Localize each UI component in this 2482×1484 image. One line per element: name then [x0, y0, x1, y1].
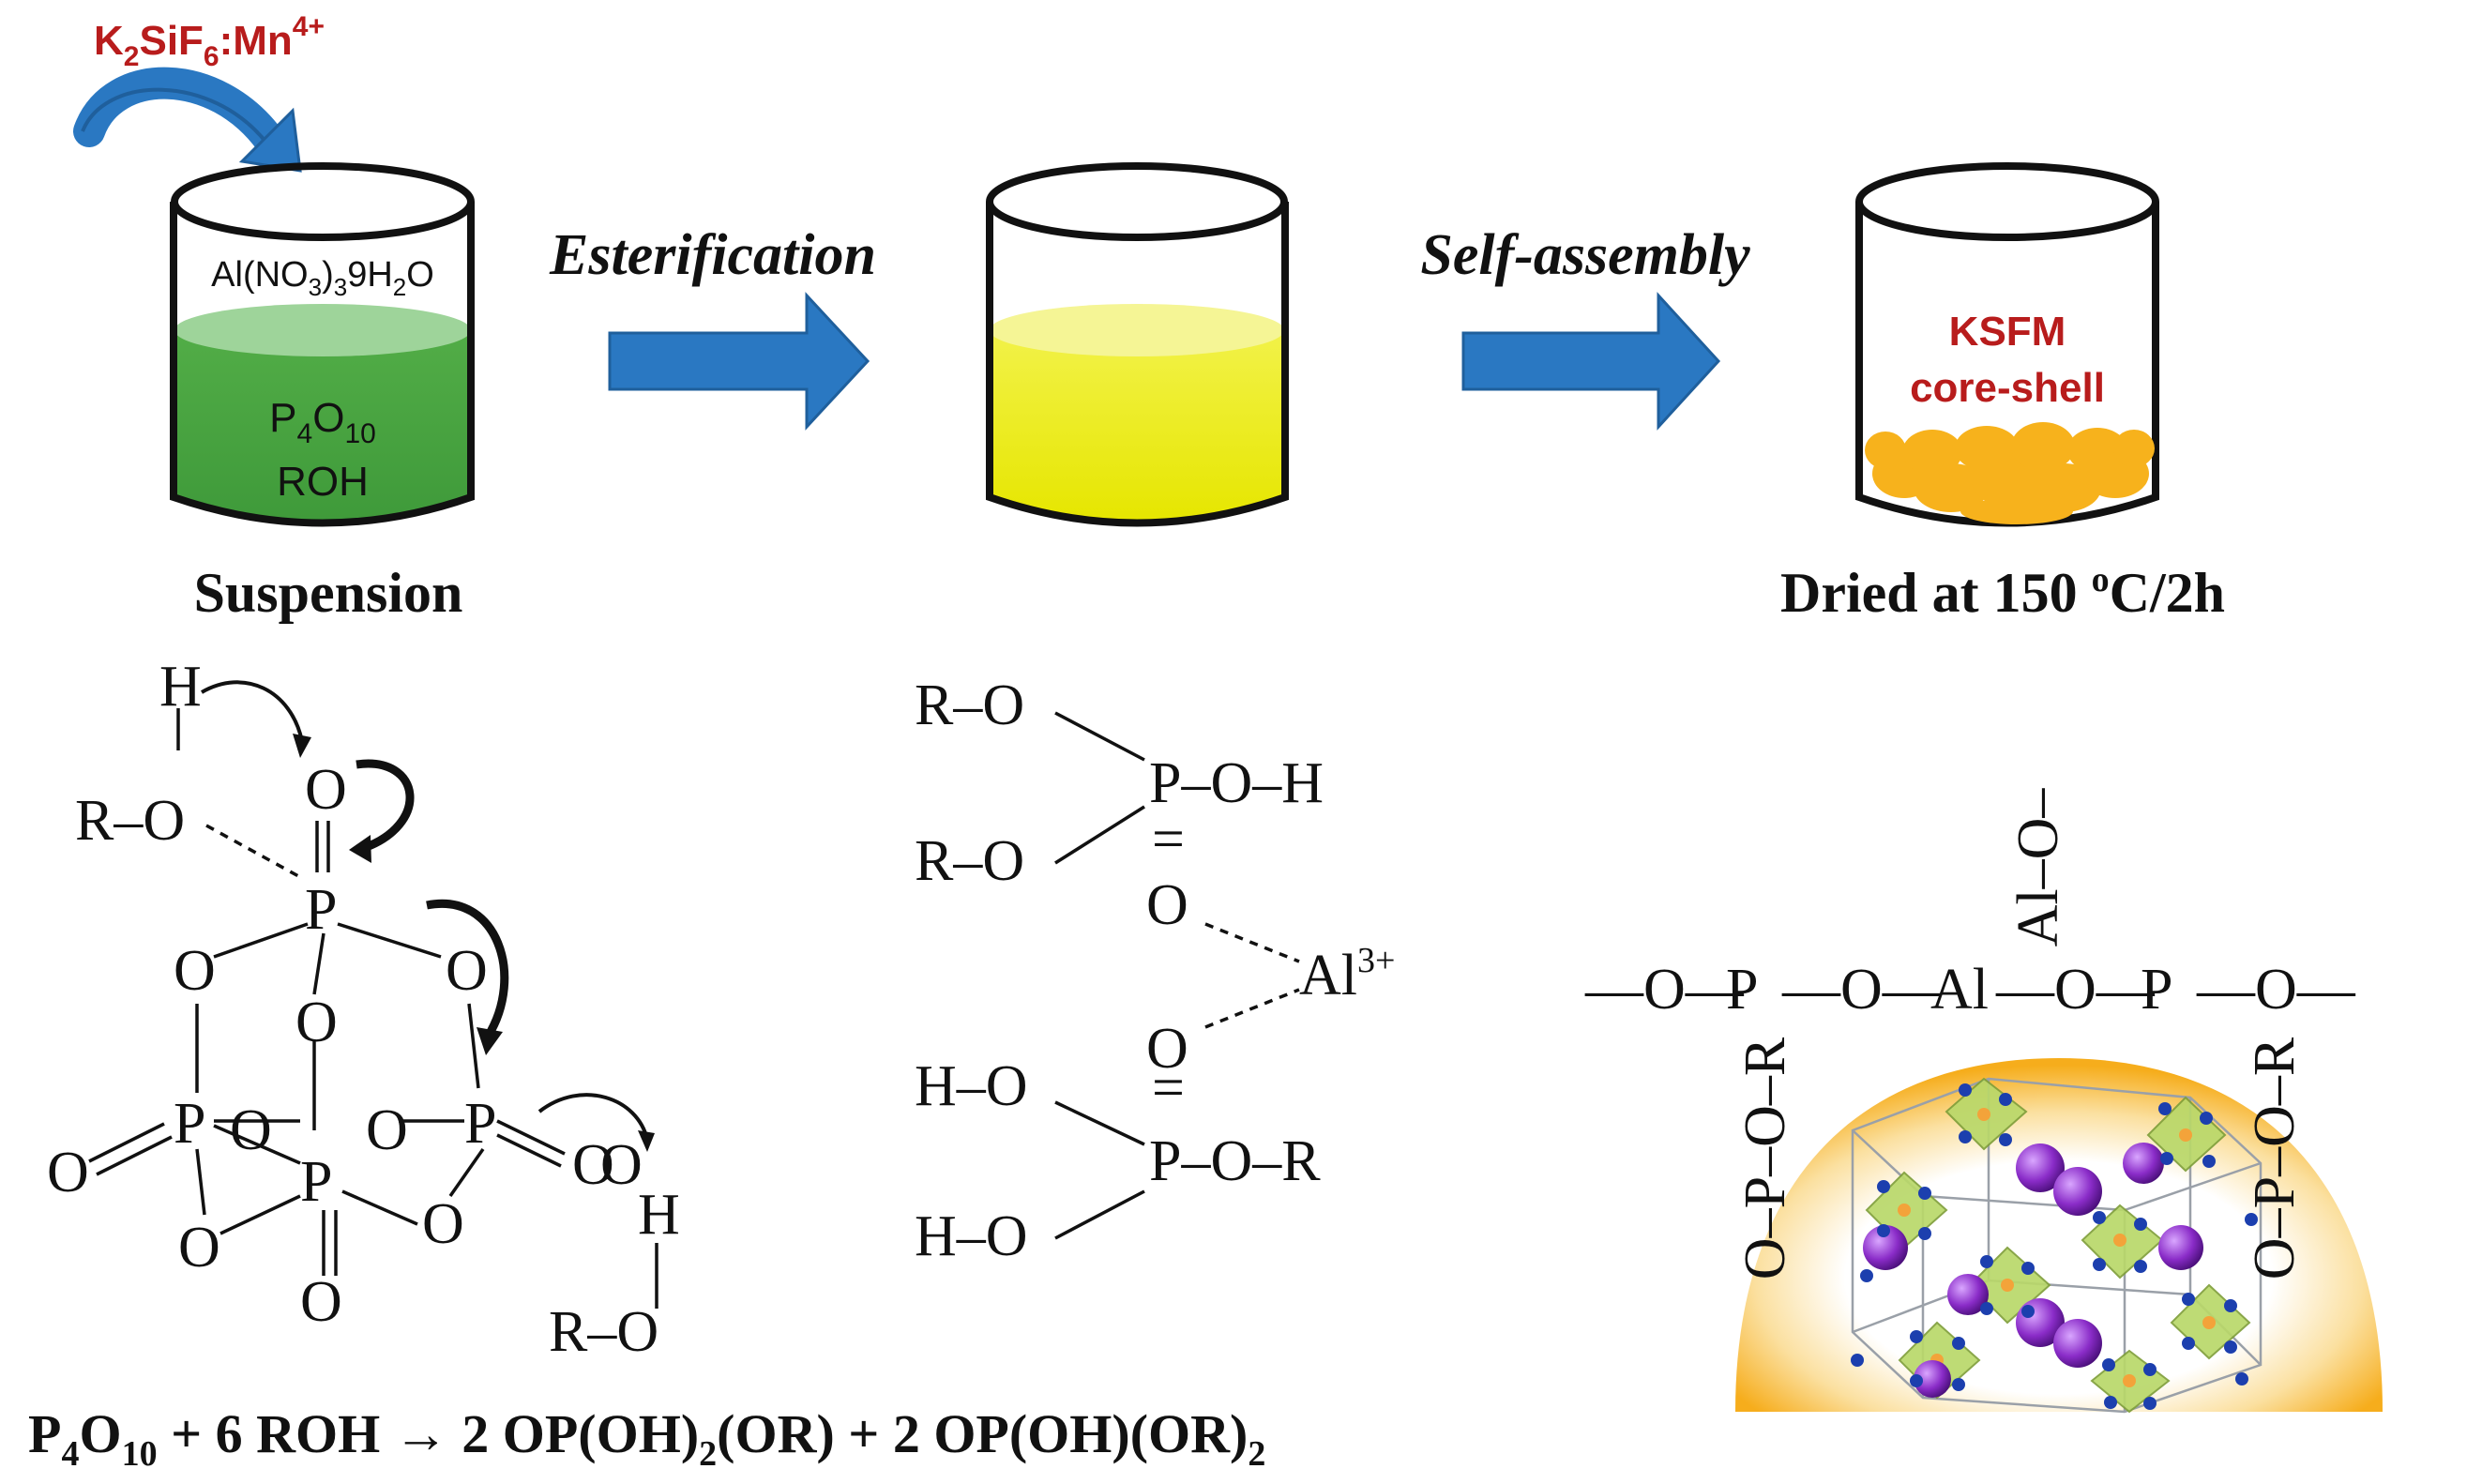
- mid-ro-1: R–O: [915, 674, 1024, 737]
- atom-p-top: P: [305, 878, 337, 942]
- reagent-label: K2SiF6:Mn4+: [94, 11, 325, 72]
- chain-o-1: —O—: [1584, 958, 1745, 1022]
- f-atoms: [1851, 1083, 2258, 1410]
- k-atoms: [1863, 1143, 2203, 1398]
- mid-double-bond-1: =: [1152, 808, 1185, 871]
- chain-o-4: —O—: [2196, 958, 2356, 1022]
- orange-particles: [1865, 422, 2155, 524]
- chain-o-3: —O—: [1995, 958, 2156, 1022]
- atom-p-right: P: [464, 1092, 496, 1156]
- chain-al: Al: [1930, 958, 1989, 1022]
- vertical-alo: Al–O–: [2006, 788, 2070, 947]
- atom-o-b: O: [446, 939, 488, 1003]
- atom-o-j: O: [230, 1098, 272, 1162]
- mid-ro-2: R–O: [915, 829, 1024, 893]
- atom-o-d: O: [47, 1141, 89, 1204]
- mid-o-2: O: [1146, 1017, 1188, 1081]
- vertical-opor-right: O–P–O–R: [2243, 1037, 2307, 1280]
- atom-o-k: O: [600, 1133, 643, 1197]
- atom-ro-bottom: R–O: [549, 1300, 658, 1364]
- atom-o-top: O: [305, 758, 347, 822]
- atom-o-g: O: [178, 1216, 220, 1280]
- self-assembly-label: Self-assembly: [1420, 223, 1750, 287]
- beaker1-caption: Suspension: [194, 562, 463, 624]
- atom-h-top: H: [159, 655, 202, 719]
- phosphate-ester-complex: R–O P–O–H R–O = O Al3+ O = H–O P–O–R H–O: [915, 674, 1395, 1268]
- atom-o-f: O: [572, 1133, 614, 1197]
- mid-p-or: P–O–R: [1149, 1129, 1321, 1193]
- addition-arrow: [73, 67, 302, 173]
- atom-o-c: O: [295, 991, 338, 1054]
- atom-o-i: O: [300, 1270, 342, 1334]
- mid-ho-1: H–O: [915, 1054, 1028, 1118]
- chain-p-1: P: [1726, 958, 1758, 1022]
- mid-double-bond-2: =: [1152, 1056, 1185, 1120]
- esterification-label: Esterification: [549, 223, 876, 287]
- beaker-esterified: [986, 162, 1289, 527]
- vertical-opor-left: O–P–O–R: [1733, 1037, 1797, 1280]
- atom-o-h: O: [422, 1192, 464, 1256]
- self-assembly-arrow: [1461, 292, 1721, 431]
- beaker1-content-roh: ROH: [277, 459, 369, 505]
- mid-ho-2: H–O: [915, 1204, 1028, 1268]
- mid-o-1: O: [1146, 873, 1188, 937]
- core-shell-particle: —O— P —O— Al —O— P —O— O–P–O–R Al–O– O–P…: [1584, 788, 2383, 1414]
- beaker-core-shell: KSFM core-shell: [1855, 162, 2159, 527]
- mid-al: Al3+: [1299, 941, 1395, 1007]
- beaker3-caption: Dried at 150 oC/2h: [1780, 560, 2225, 624]
- mn-centers: [1898, 1108, 2216, 1387]
- beaker1-label: Al(NO3)39H2O: [211, 255, 434, 301]
- atom-o-e: O: [366, 1098, 408, 1162]
- esterification-arrow: [608, 292, 870, 431]
- beaker1-content: P4O10: [269, 395, 376, 449]
- core-shell-label: core-shell: [1910, 365, 2105, 411]
- chain-p-2: P: [2141, 958, 2172, 1022]
- mid-p-oh: P–O–H: [1149, 751, 1324, 815]
- atom-o-a: O: [174, 939, 216, 1003]
- beaker-suspension: Al(NO3)39H2O P4O10 ROH: [170, 162, 475, 527]
- overall-equation: P4O10 + 6 ROH → 2 OP(OH)2(OR) + 2 OP(OH)…: [28, 1403, 1265, 1474]
- p4o10-mechanism: H O R–O O P O O O P O O P O O P O O O H …: [47, 655, 680, 1364]
- chain-o-2: —O—: [1781, 958, 1942, 1022]
- atom-ro-top: R–O: [75, 789, 185, 853]
- ksfm-label: KSFM: [1949, 309, 2066, 355]
- atom-p-bottom: P: [300, 1150, 332, 1214]
- atom-p-left: P: [174, 1092, 205, 1156]
- atom-h-bottom: H: [638, 1183, 680, 1247]
